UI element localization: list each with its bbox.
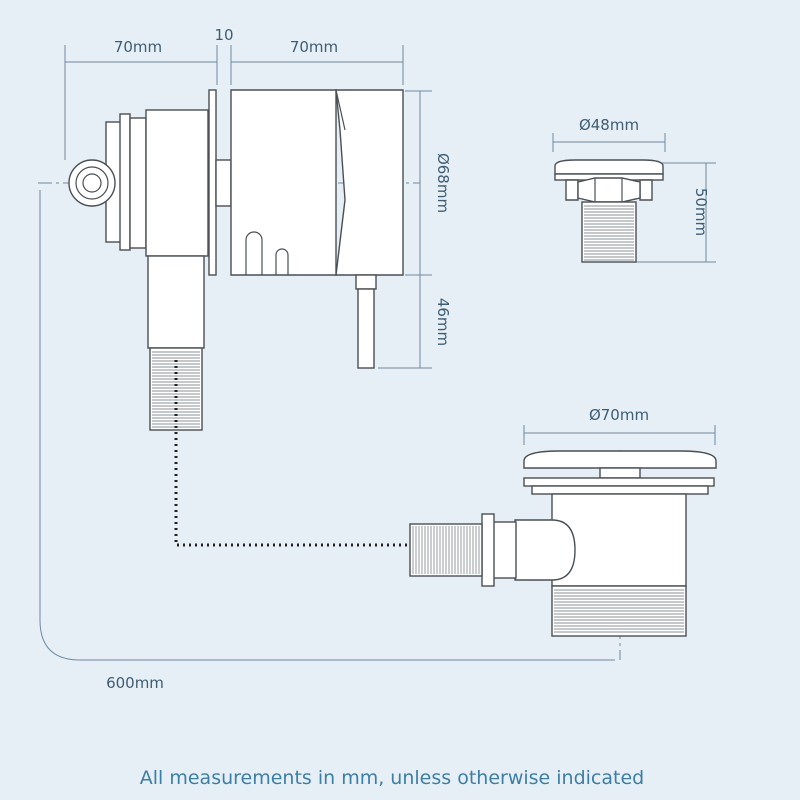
waste-drawing (481, 450, 717, 660)
plug-drawing (554, 159, 664, 203)
dim-gap: 10 (214, 26, 233, 44)
overflow-assembly (38, 89, 420, 369)
dim-overflow-right: 70mm (290, 38, 338, 56)
dim-overflow-left: 70mm (114, 38, 162, 56)
dim-handle-drop: 46mm (434, 298, 452, 346)
dim-waste-diameter: Ø70mm (589, 406, 649, 424)
cable-length-dimension (39, 190, 615, 661)
dim-cable-length: 600mm (106, 674, 164, 692)
plug-dimension-lines (552, 133, 716, 263)
waste-threads (409, 523, 687, 637)
waste-dimension-lines (523, 425, 716, 445)
overflow-hose (149, 347, 203, 431)
dim-plug-height: 50mm (692, 188, 710, 236)
dim-overflow-diameter: Ø68mm (434, 153, 452, 213)
plug-thread (581, 201, 637, 263)
footer-note: All measurements in mm, unless otherwise… (140, 767, 644, 789)
dim-plug-diameter: Ø48mm (579, 116, 639, 134)
cable-route (174, 360, 465, 547)
